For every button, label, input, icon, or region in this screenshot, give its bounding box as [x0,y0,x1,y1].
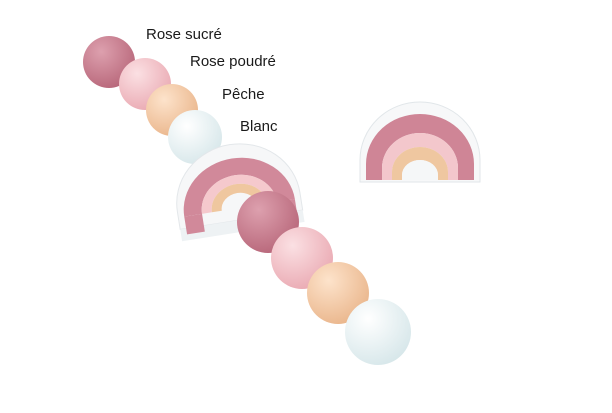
label-blanc: Blanc [240,118,278,135]
bead-chain-lower [237,191,411,365]
label-peche: Pêche [222,86,265,103]
bead-blanc [345,299,411,365]
rainbow-bead-standalone [359,101,481,183]
bead-peche [307,262,369,324]
label-rose-poudre: Rose poudré [190,53,276,70]
bead-chain-upper [83,36,222,164]
bead-blanc [168,110,222,164]
label-rose-sucre: Rose sucré [146,26,222,43]
